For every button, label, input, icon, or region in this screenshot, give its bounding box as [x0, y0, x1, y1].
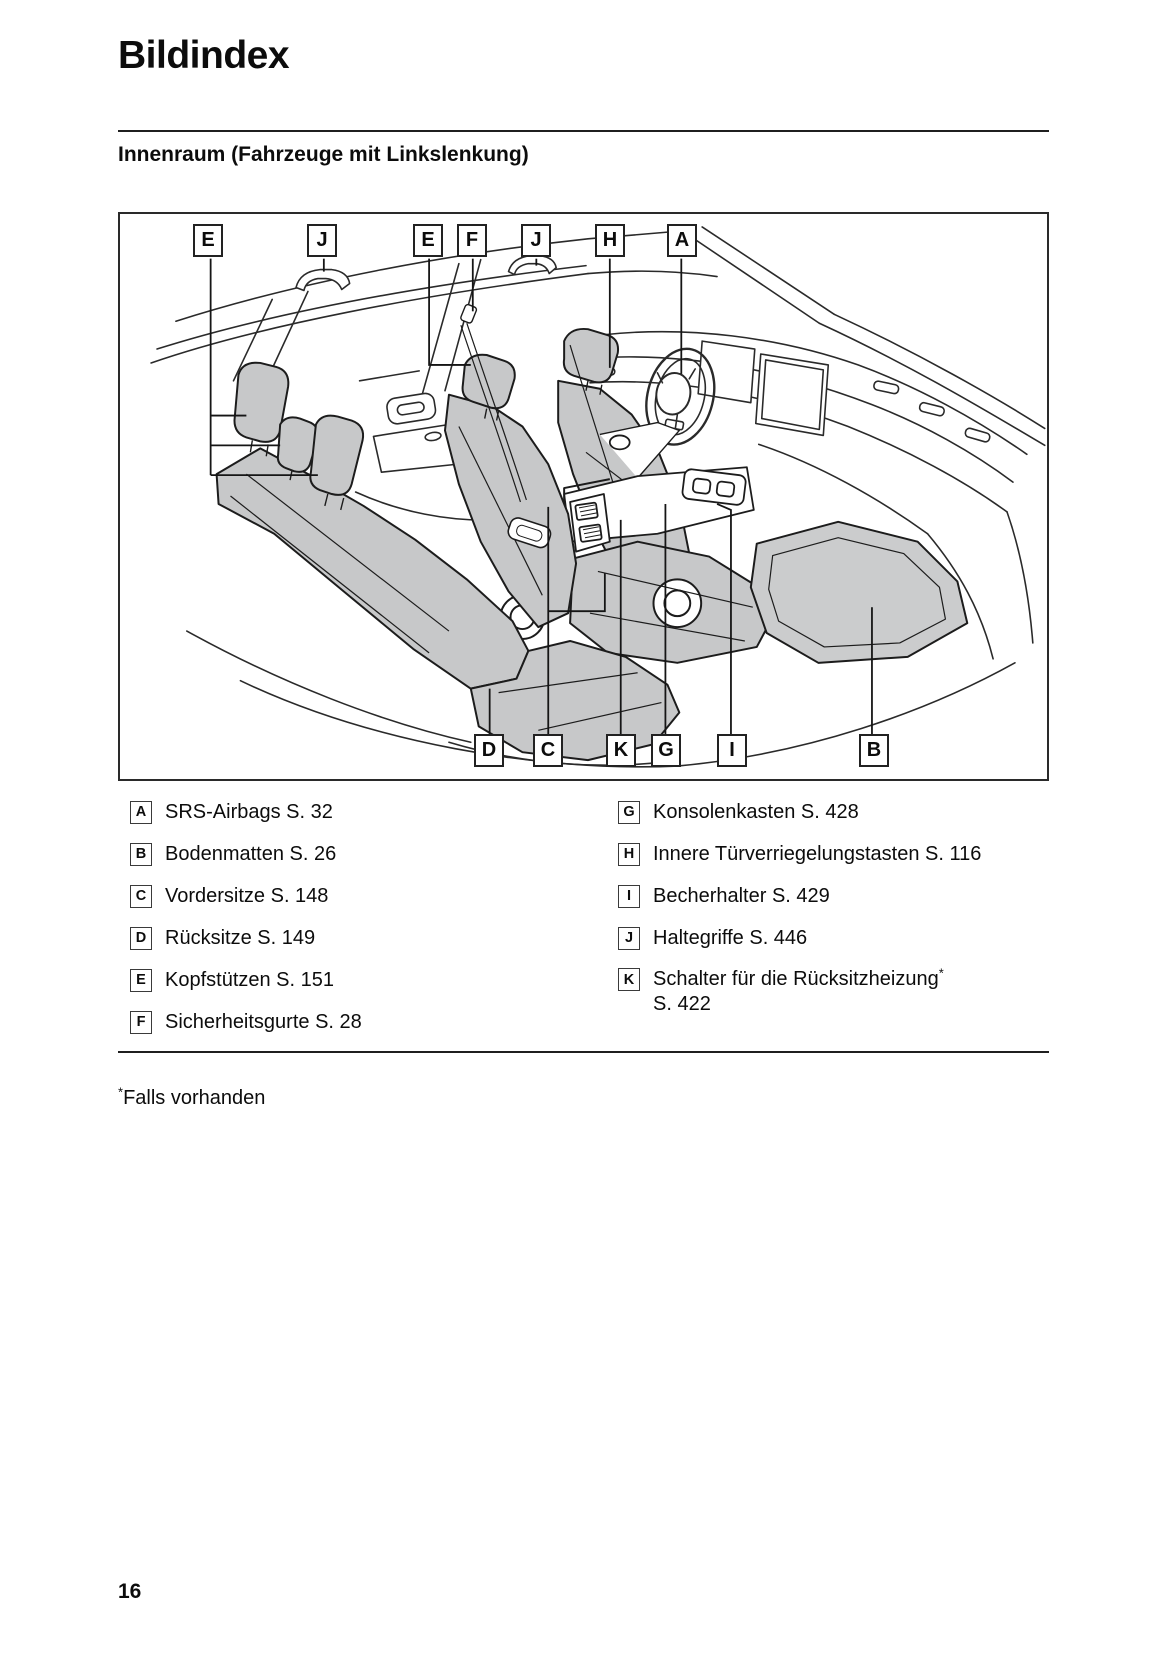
- callout-label-h: H: [595, 224, 625, 257]
- legend-text-c: Vordersitze S. 148: [165, 884, 329, 907]
- footnote-marker: *: [118, 1084, 124, 1100]
- callout-label-g: G: [651, 734, 681, 767]
- car-interior-illustration: [150, 226, 1046, 768]
- legend-column-left: A SRS-Airbags S. 32 B Bodenmatten S. 26 …: [130, 791, 600, 1043]
- legend-key-b: B: [130, 842, 152, 866]
- interior-diagram-frame: E J E F J H A D C K G I B: [118, 212, 1049, 781]
- legend-text-b: Bodenmatten S. 26: [165, 842, 337, 865]
- legend-row-h: H Innere Türverriegelungstasten S. 116: [618, 833, 1049, 875]
- callout-label-d: D: [474, 734, 504, 767]
- legend-row-b: B Bodenmatten S. 26: [130, 833, 600, 875]
- divider-bottom: [118, 1051, 1049, 1053]
- leader-lines: [209, 258, 873, 735]
- legend-row-k: K Schalter für die Rücksitzheizung*S. 42…: [618, 959, 1049, 1017]
- legend-row-c: C Vordersitze S. 148: [130, 875, 600, 917]
- legend-key-j: J: [618, 926, 640, 950]
- legend-key-k: K: [618, 968, 640, 991]
- callout-label-b: B: [859, 734, 889, 767]
- legend-row-g: G Konsolenkasten S. 428: [618, 791, 1049, 833]
- legend-row-d: D Rücksitze S. 149: [130, 917, 600, 959]
- legend-row-e: E Kopfstützen S. 151: [130, 959, 600, 1001]
- legend-key-f: F: [130, 1010, 152, 1034]
- legend-key-g: G: [618, 800, 640, 824]
- callout-label-e2: E: [413, 224, 443, 257]
- legend-column-right: G Konsolenkasten S. 428 H Innere Türverr…: [618, 791, 1049, 1017]
- legend-row-f: F Sicherheitsgurte S. 28: [130, 1001, 600, 1043]
- legend-text-g: Konsolenkasten S. 428: [653, 800, 859, 823]
- page-number: 16: [118, 1580, 142, 1603]
- legend-text-d: Rücksitze S. 149: [165, 926, 316, 949]
- legend-text-a: SRS-Airbags S. 32: [165, 800, 333, 823]
- legend-row-a: A SRS-Airbags S. 32: [130, 791, 600, 833]
- divider-top: [118, 130, 1049, 132]
- legend-row-i: I Becherhalter S. 429: [618, 875, 1049, 917]
- legend-key-a: A: [130, 800, 152, 824]
- legend-text-h: Innere Türverriegelungstasten S. 116: [653, 842, 982, 865]
- legend-text-k-line2: S. 422: [653, 993, 711, 1015]
- callout-label-c: C: [533, 734, 563, 767]
- page-content: Bildindex Innenraum (Fahrzeuge mit Links…: [118, 0, 1049, 1653]
- page-title: Bildindex: [118, 34, 290, 77]
- section-heading: Innenraum (Fahrzeuge mit Linkslenkung): [118, 143, 529, 166]
- callout-label-f: F: [457, 224, 487, 257]
- legend-text-f: Sicherheitsgurte S. 28: [165, 1010, 362, 1033]
- legend-key-d: D: [130, 926, 152, 950]
- callout-label-e1: E: [193, 224, 223, 257]
- legend-text-j: Haltegriffe S. 446: [653, 926, 808, 949]
- callout-label-j2: J: [521, 224, 551, 257]
- legend-key-h: H: [618, 842, 640, 866]
- legend-key-c: C: [130, 884, 152, 908]
- legend-text-i: Becherhalter S. 429: [653, 884, 830, 907]
- footnote-asterisk: *: [938, 965, 944, 981]
- legend-text-e: Kopfstützen S. 151: [165, 968, 335, 991]
- callout-label-a: A: [667, 224, 697, 257]
- legend-text-k: Schalter für die Rücksitzheizung*S. 422: [653, 965, 944, 1015]
- footnote-text: Falls vorhanden: [123, 1087, 266, 1109]
- legend-key-i: I: [618, 884, 640, 908]
- callout-label-i: I: [717, 734, 747, 767]
- legend-key-e: E: [130, 968, 152, 992]
- legend-row-j: J Haltegriffe S. 446: [618, 917, 1049, 959]
- callout-label-j1: J: [307, 224, 337, 257]
- footnote: *Falls vorhanden: [118, 1084, 266, 1110]
- callout-label-k: K: [606, 734, 636, 767]
